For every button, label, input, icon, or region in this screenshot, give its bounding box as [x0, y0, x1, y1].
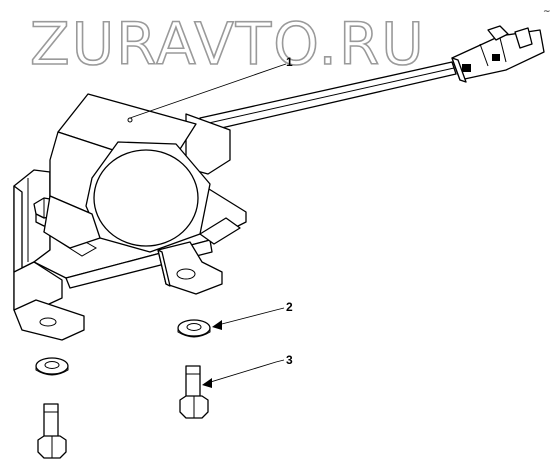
callout-label-1: 1 — [286, 55, 293, 69]
callout-2: 2 — [212, 300, 293, 330]
washer-left — [35, 357, 69, 376]
corner-mark: ~ — [543, 7, 551, 17]
sensor-housing — [43, 93, 241, 253]
washer-right — [177, 319, 211, 338]
watermark-text: ZURAVTO.RU — [30, 10, 426, 78]
bolt-left — [37, 403, 67, 459]
connector-plug — [451, 25, 545, 83]
callout-3: 3 — [202, 353, 293, 388]
callout-label-2: 2 — [286, 300, 293, 314]
bolt-right — [179, 365, 209, 419]
callout-label-3: 3 — [286, 353, 293, 367]
callout-1: 1 — [129, 55, 293, 119]
